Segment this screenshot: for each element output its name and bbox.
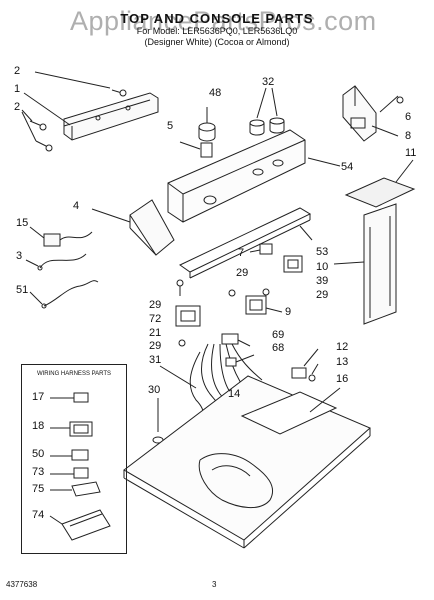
callout: 12 — [336, 341, 349, 353]
knob — [249, 119, 265, 136]
inset-parts — [49, 392, 111, 541]
callout: 17 — [32, 391, 45, 403]
connector-73 — [50, 467, 89, 479]
end-bracket — [342, 85, 404, 142]
knob — [269, 117, 285, 134]
callout: 15 — [16, 217, 29, 229]
timer — [245, 295, 283, 315]
top-panel — [123, 375, 371, 549]
connector-17 — [50, 392, 89, 403]
switch — [291, 348, 319, 379]
callout: 54 — [341, 161, 354, 173]
switch — [283, 255, 303, 273]
motor — [175, 305, 201, 327]
connector-74 — [49, 509, 111, 541]
callout: 72 — [149, 313, 162, 325]
callout: 29 — [149, 340, 162, 352]
screw — [228, 289, 236, 297]
callout: 53 — [316, 246, 329, 258]
wire-lead — [29, 280, 99, 309]
callout: 32 — [262, 76, 275, 88]
callout: 30 — [148, 384, 161, 396]
callout: 14 — [228, 388, 241, 400]
callout: 2 — [14, 101, 21, 113]
screw — [262, 288, 270, 296]
inset-title: WIRING HARNESS PARTS — [36, 371, 112, 377]
variant-line: (Designer White) (Cocoa or Almond) — [144, 37, 290, 47]
callout: 3 — [16, 250, 23, 262]
callout: 48 — [209, 87, 222, 99]
callout: 29 — [316, 289, 329, 301]
callout: 29 — [236, 267, 249, 279]
callout: 18 — [32, 420, 45, 432]
callout: 29 — [149, 299, 162, 311]
callout: 13 — [336, 356, 349, 368]
connector-75 — [50, 481, 101, 497]
screw — [35, 140, 53, 152]
control-panel — [167, 129, 341, 223]
wire-lead — [25, 253, 87, 271]
callout: 75 — [32, 483, 45, 495]
lint-duct — [333, 159, 416, 325]
knob-assembly — [179, 107, 216, 158]
page-title: TOP AND CONSOLE PARTS — [120, 11, 314, 26]
callout: 8 — [405, 130, 412, 142]
callout: 69 — [272, 329, 285, 341]
console-rail — [179, 207, 313, 279]
screw — [176, 279, 184, 296]
callout: 73 — [32, 466, 45, 478]
switch — [249, 243, 273, 255]
callout: 68 — [272, 342, 285, 354]
model-line: For Model: LER5636PQ0, LER5636LQ0 — [136, 26, 298, 36]
callout: 6 — [405, 111, 412, 123]
callout: 31 — [149, 354, 162, 366]
callout: 9 — [285, 306, 292, 318]
callout: 7 — [238, 247, 245, 259]
watermark: AppliancePartsPros.com — [70, 6, 377, 36]
callout: 21 — [149, 327, 162, 339]
callout: 50 — [32, 448, 45, 460]
callout: 10 — [316, 261, 329, 273]
screw — [396, 96, 404, 104]
callout: 74 — [32, 509, 45, 521]
document-number: 4377638 — [6, 580, 38, 589]
end-cap — [91, 199, 175, 256]
page-number: 3 — [212, 580, 217, 589]
callout: 51 — [16, 284, 29, 296]
callout: 16 — [336, 373, 349, 385]
screw — [152, 398, 164, 444]
screw — [111, 89, 127, 97]
callout: 4 — [73, 200, 80, 212]
screw — [29, 120, 47, 131]
connector-18 — [50, 421, 93, 437]
callout: 11 — [405, 147, 417, 159]
callout: 5 — [167, 120, 174, 132]
connector-50 — [50, 449, 89, 461]
callout: 1 — [14, 83, 21, 95]
wiring-harness-inset: WIRING HARNESS PARTS — [21, 364, 127, 554]
terminal-block — [29, 226, 93, 247]
callout: 2 — [14, 65, 21, 77]
screw — [178, 339, 186, 347]
screw — [308, 363, 319, 382]
callout: 39 — [316, 275, 329, 287]
console-bracket — [63, 92, 159, 141]
